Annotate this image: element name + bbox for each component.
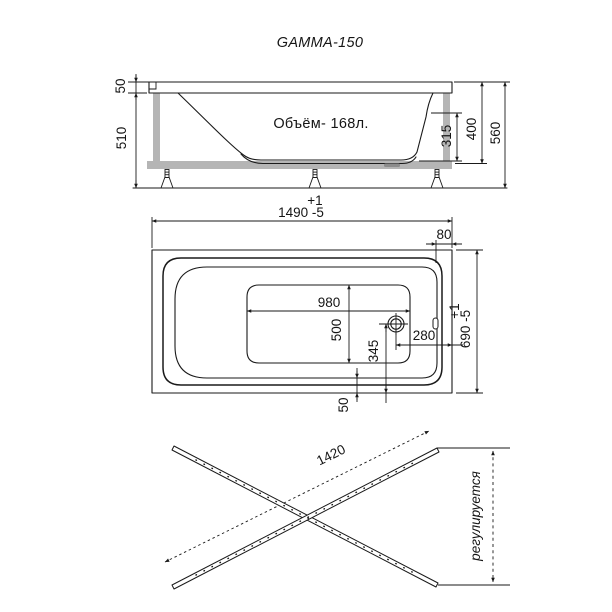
- dim-head-wall-width: 80: [436, 227, 451, 242]
- drain-icon: [379, 313, 408, 335]
- dim-height-total: 560: [488, 122, 503, 145]
- tub-bottom-outline: [246, 284, 411, 364]
- dim-depth-inner: 315: [439, 125, 454, 148]
- frame-view: 1420 регулируется: [164, 430, 510, 590]
- dim-rail-length: 1420: [314, 442, 348, 469]
- adjustable-label: регулируется: [468, 471, 483, 562]
- dim-length: 1490 -5: [278, 205, 324, 220]
- support-foot: [160, 169, 174, 189]
- rail-length-dimension: [164, 430, 430, 563]
- tub-inner-wall-outline: [174, 266, 438, 379]
- dim-width-tolerance: +1: [447, 303, 462, 318]
- dim-bottom-length: 980: [318, 295, 341, 310]
- tub-rim: [148, 81, 453, 94]
- top-dimension-lines: [151, 219, 479, 403]
- page-title: GAMMA-150: [277, 35, 364, 51]
- dim-width: 690 -5: [458, 310, 473, 348]
- dim-rim-height: 50: [113, 78, 128, 93]
- side-dimension-lines: [134, 74, 507, 189]
- overflow-notch: [432, 317, 439, 330]
- side-view: 50 510 315 400 560 Объём- 168л.: [113, 74, 510, 189]
- dim-drain-offset-y: 345: [366, 340, 381, 363]
- dim-apron-height: 510: [114, 127, 129, 150]
- top-view: +1 1490 -5 80 980 500 345 280 50 +1 690 …: [151, 193, 483, 413]
- volume-label: Объём- 168л.: [273, 116, 368, 132]
- tub-outer-rect: [151, 249, 453, 394]
- support-foot: [430, 169, 444, 189]
- tub-profile-inner: [177, 92, 434, 161]
- tub-rim-outline: [162, 257, 443, 386]
- tub-profile-shell: [240, 153, 417, 165]
- dim-length-tolerance: +1: [307, 193, 322, 208]
- dim-bottom-width: 500: [329, 319, 344, 342]
- rim-corner-detail: [149, 82, 157, 90]
- drain-fitting: [384, 163, 400, 167]
- dim-side-gap: 50: [336, 397, 351, 412]
- dim-depth-overall: 400: [464, 118, 479, 141]
- support-frame: [147, 93, 452, 169]
- support-foot: [308, 169, 322, 189]
- dim-drain-offset-x: 280: [413, 328, 436, 343]
